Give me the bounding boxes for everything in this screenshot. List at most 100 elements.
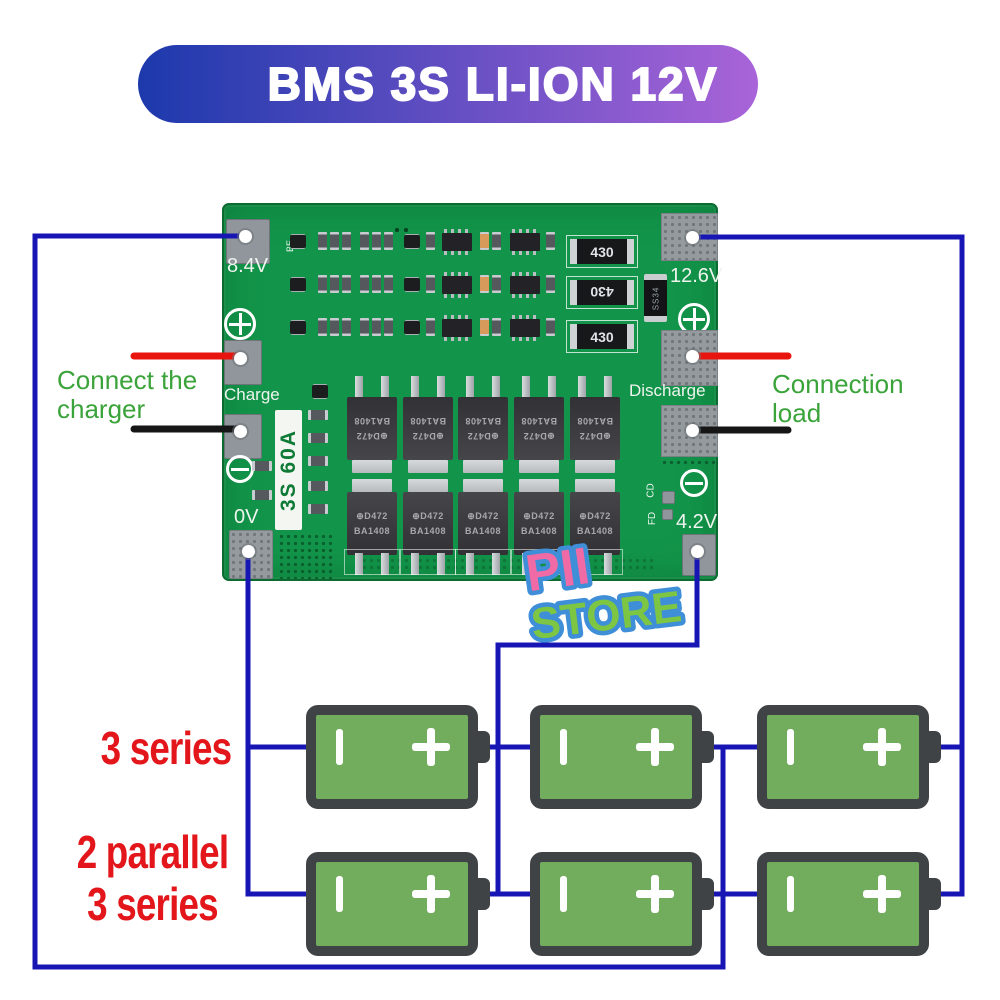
battery-positive-cap [927, 878, 941, 910]
mosfet-leg [548, 376, 556, 398]
smd-r-r3-14 [546, 318, 555, 336]
smd-extra-3 [308, 433, 328, 443]
label-discharge: Discharge [629, 381, 706, 400]
mosfet-leg [381, 553, 389, 575]
mosfet-tab [463, 479, 503, 492]
wire-0v [245, 551, 309, 897]
mosfet-leg [604, 553, 612, 575]
smd-r-r1-2 [318, 232, 327, 250]
smd-r-r2-6 [372, 275, 381, 293]
mosfet-leg [437, 376, 445, 398]
smd-sot-r2-1 [290, 278, 306, 291]
battery-minus-symbol [336, 876, 343, 912]
mosfet-tab [575, 460, 615, 473]
smd-r-r2-4 [342, 275, 351, 293]
resistor-430-3: 430 [566, 320, 638, 353]
battery-row2-cell2 [530, 852, 714, 956]
battery-row2-cell1 [306, 852, 490, 956]
battery-minus-symbol [560, 876, 567, 912]
smd-ic-r2-10 [442, 272, 472, 298]
smd-ic-r2-13 [510, 272, 540, 298]
smd-extra-6 [308, 504, 328, 514]
smd-r-r2-12 [492, 275, 501, 293]
battery-minus-symbol [787, 729, 794, 765]
smd-r-r1-12 [492, 232, 501, 250]
mosfet-tab [519, 479, 559, 492]
mosfet-tab [408, 479, 448, 492]
mosfet-leg [522, 376, 530, 398]
battery-plus-symbol [863, 875, 901, 913]
smd-r-r1-3 [330, 232, 339, 250]
top-vias [394, 227, 410, 233]
load-annotation: Connection load [772, 369, 904, 428]
smd-r-r3-4 [342, 318, 351, 336]
smd-sot-r3-1 [290, 321, 306, 334]
mosfet-leg [411, 553, 419, 575]
mosfet-leg [466, 553, 474, 575]
solder-hole-3 [233, 424, 247, 438]
solder-hole-6 [685, 349, 699, 363]
mosfet-silk-box [344, 549, 400, 575]
smd-r-r1-7 [384, 232, 393, 250]
row2-parallel-label: 2 parallel 3 series [76, 826, 229, 930]
smd-r-r2-2 [318, 275, 327, 293]
mosfet-silk-box [455, 549, 511, 575]
solder-hole-5 [685, 230, 699, 244]
battery-plus-symbol [412, 728, 450, 766]
battery-plus-symbol [636, 875, 674, 913]
smd-extra-8 [252, 490, 272, 500]
smd-r-r2-3 [330, 275, 339, 293]
smd-o-r2-11 [480, 275, 489, 293]
smd-ic-r1-13 [510, 229, 540, 255]
negative-wires [130, 425, 792, 434]
smd-sot-r1-1 [290, 235, 306, 248]
store-logo: PII STORE [518, 533, 689, 654]
smd-r-r2-14 [546, 275, 555, 293]
minus-symbol-right-icon [680, 469, 708, 497]
product-banner: BMS 3S LI-ION 12V [138, 45, 758, 123]
mosfet-leg [578, 553, 586, 575]
smd-r-r3-12 [492, 318, 501, 336]
battery-positive-cap [476, 878, 490, 910]
battery-minus-symbol [560, 729, 567, 765]
mosfet-leg [355, 553, 363, 575]
smd-extra-4 [308, 456, 328, 466]
charger-annotation: Connect the charger [57, 365, 198, 424]
banner-title: BMS 3S LI-ION 12V [267, 57, 719, 111]
label-12_6v: 12.6V [670, 265, 723, 287]
smd-ic-r3-13 [510, 315, 540, 341]
smd-r-r2-9 [426, 275, 435, 293]
smd-ic-r1-10 [442, 229, 472, 255]
mosfet-tab [352, 479, 392, 492]
label-charge: Charge [224, 385, 280, 404]
fd-pad [662, 509, 673, 520]
smd-r-r1-5 [360, 232, 369, 250]
mosfet-leg [604, 376, 612, 398]
mosfet-leg [381, 376, 389, 398]
label-8_4v: 8.4V [227, 255, 269, 277]
resistor-430-2: 430 [566, 276, 638, 309]
wire-4_2v [495, 551, 700, 894]
mosfet-leg [522, 553, 530, 575]
battery-row1-cell1 [306, 705, 490, 809]
smd-r-r3-2 [318, 318, 327, 336]
smd-extra-2 [308, 410, 328, 420]
smd-r-r1-14 [546, 232, 555, 250]
battery-plus-symbol [863, 728, 901, 766]
row1-series-label: 3 series [100, 722, 233, 774]
smd-o-r1-11 [480, 232, 489, 250]
smd-r-r3-9 [426, 318, 435, 336]
battery-positive-cap [927, 731, 941, 763]
mosfet-silk-box [567, 549, 623, 575]
smd-o-r3-11 [480, 318, 489, 336]
logo-line1: PII [522, 537, 593, 603]
battery-plus-symbol [636, 728, 674, 766]
